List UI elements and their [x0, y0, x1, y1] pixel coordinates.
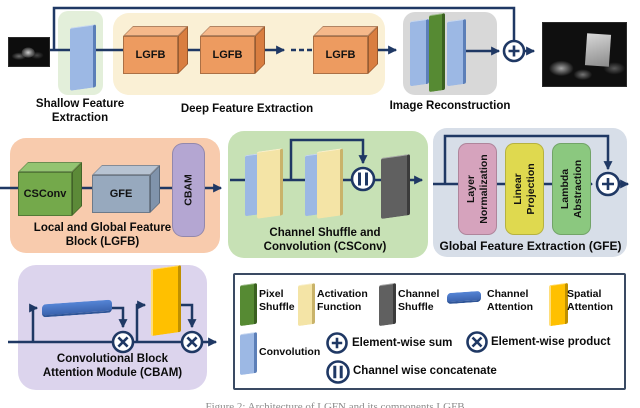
- legend-pixel-shuffle-label: Pixel Shuffle: [259, 288, 295, 313]
- cbam-detail-label: Convolutional Block Attention Module (CB…: [42, 353, 183, 379]
- csconv-activation-slab-2: [317, 148, 343, 219]
- deep-feature-label: Deep Feature Extraction: [180, 103, 314, 115]
- input-image: [8, 37, 50, 67]
- shallow-feature-label: Shallow Feature Extraction: [35, 98, 125, 124]
- legend-convolution-label: Convolution: [259, 346, 321, 358]
- legend-channel-shuffle-label: Channel Shuffle: [398, 288, 440, 313]
- image-reconstruction-label: Image Reconstruction: [389, 100, 511, 112]
- legend-sum-label: Element-wise sum: [352, 337, 453, 349]
- legend-product-icon: [466, 331, 488, 353]
- recon-pixel-shuffle-slab: [429, 12, 445, 93]
- lgfb-detail-label: Local and Global Feature Block (LGFB): [33, 222, 172, 248]
- sum-node-top: [502, 39, 526, 63]
- csconv-detail-label: Channel Shuffle and Convolution (CSConv): [263, 227, 387, 253]
- legend-channel-shuffle-slab: [379, 282, 396, 327]
- legend-convolution-slab: [240, 331, 257, 376]
- recon-conv-slab-2: [447, 18, 466, 87]
- linear-projection-block: Linear Projection: [505, 143, 544, 235]
- spatial-attention-slab: [151, 264, 181, 337]
- legend-spatial-attention-label: Spatial Attention: [567, 288, 614, 313]
- legend-sum-icon: [326, 332, 348, 354]
- legend-activation-label: Activation Function: [317, 288, 368, 313]
- cbam-tag: CBAM: [172, 143, 205, 237]
- output-image: [542, 22, 627, 87]
- product-node-2: [180, 330, 204, 354]
- product-node-1: [111, 330, 135, 354]
- figure-caption: Figure 2: Architecture of LGFN and its c…: [205, 401, 465, 408]
- legend-activation-slab: [298, 282, 315, 327]
- monitor-highlight: [585, 33, 612, 68]
- legend-pixel-shuffle-slab: [240, 282, 257, 327]
- legend-concat-label: Channel wise concatenate: [353, 365, 497, 377]
- recon-conv-slab-1: [410, 18, 429, 87]
- concat-node: [350, 166, 376, 192]
- legend-spatial-attention-slab: [549, 282, 568, 327]
- legend-product-label: Element-wise product: [491, 336, 611, 348]
- gfe-detail-label: Global Feature Extraction (GFE): [439, 239, 622, 253]
- shallow-conv-slab: [70, 24, 96, 91]
- csconv-activation-slab-1: [257, 148, 283, 219]
- legend-channel-attention-label: Channel Attention: [487, 288, 534, 313]
- lambda-abstraction-block: Lambda Abstraction: [552, 143, 591, 235]
- sum-node-gfe: [595, 171, 621, 197]
- layer-normalization-block: Layer Normalization: [458, 143, 497, 235]
- csconv-channel-shuffle-slab: [381, 153, 410, 220]
- legend-concat-icon: [326, 360, 350, 384]
